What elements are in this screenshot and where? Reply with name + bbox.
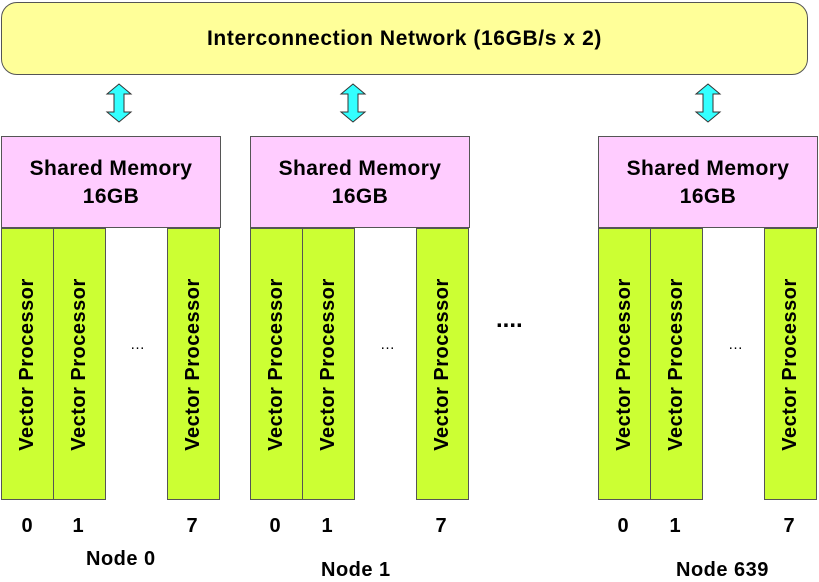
vector-processor: Vector Processor [416,228,469,500]
bidirectional-arrow-icon [105,83,133,123]
vector-processor: Vector Processor [250,228,303,500]
vector-processor-label: Vector Processor [16,277,38,451]
bidirectional-arrow-icon [694,83,722,123]
vector-processor: Vector Processor [302,228,355,500]
vector-processor-label: Vector Processor [182,277,204,451]
vector-processor-label: Vector Processor [613,277,635,451]
vector-processor-label: Vector Processor [665,277,687,451]
vector-processor-label: Vector Processor [431,277,453,451]
vector-processor: Vector Processor [764,228,817,500]
vector-processor-label: Vector Processor [779,277,801,451]
processor-index: 1 [321,515,333,537]
network-label: Interconnection Network (16GB/s x 2) [206,26,603,50]
processor-index: 7 [783,515,795,537]
node-label: Node 639 [676,559,769,581]
processor-ellipsis: … [728,336,744,353]
processor-ellipsis: … [130,336,146,353]
vector-processor: Vector Processor [598,228,651,500]
processor-index: 0 [617,515,629,537]
shared-memory-size: 16GB [679,185,737,208]
processor-index: 7 [186,515,198,537]
shared-memory-size: 16GB [82,185,140,208]
shared-memory-label: Shared Memory [626,157,790,180]
vector-processor-label: Vector Processor [317,277,339,451]
vector-processor: Vector Processor [167,228,220,500]
nodes-ellipsis: .... [496,306,523,333]
vector-processor: Vector Processor [1,228,54,500]
shared-memory-size: 16GB [331,185,389,208]
processor-index: 0 [21,515,33,537]
processor-index: 1 [72,515,84,537]
vector-processor: Vector Processor [53,228,106,500]
shared-memory-label: Shared Memory [29,157,193,180]
shared-memory-box: Shared Memory 16GB [1,136,221,228]
processor-index: 1 [669,515,681,537]
interconnection-network: Interconnection Network (16GB/s x 2) [1,2,808,75]
vector-processor-label: Vector Processor [68,277,90,451]
vector-processor-label: Vector Processor [265,277,287,451]
shared-memory-label: Shared Memory [278,157,442,180]
bidirectional-arrow-icon [339,83,367,123]
node-label: Node 1 [321,559,391,581]
vector-processor: Vector Processor [650,228,703,500]
shared-memory-box: Shared Memory 16GB [250,136,470,228]
processor-index: 7 [435,515,447,537]
processor-index: 0 [269,515,281,537]
shared-memory-box: Shared Memory 16GB [598,136,818,228]
processor-ellipsis: … [380,336,396,353]
node-label: Node 0 [86,548,156,570]
